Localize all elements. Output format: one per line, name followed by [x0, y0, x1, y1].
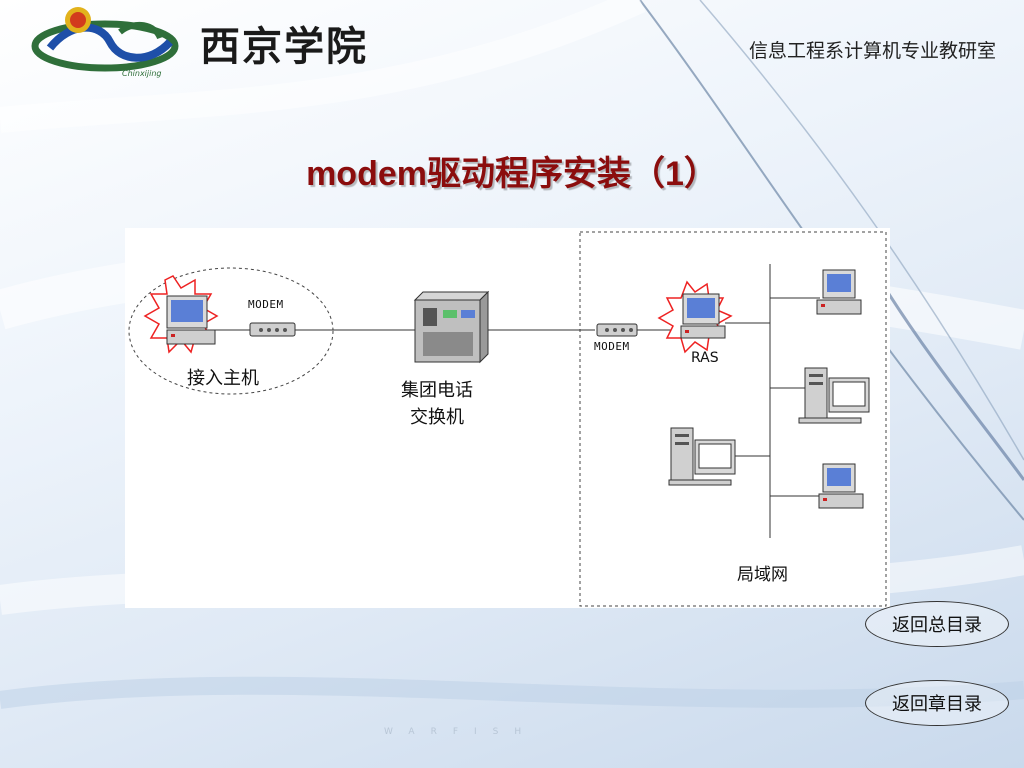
return-total-toc-button[interactable]: 返回总目录: [865, 601, 1009, 647]
access-host-pc-icon: [143, 275, 219, 354]
logo-text: Chinxijing: [122, 69, 162, 78]
lan-pc-bottom-icon: [818, 463, 864, 509]
footer-watermark: WARFISH: [384, 727, 538, 737]
lan-pc-top-icon: [816, 269, 862, 315]
left-modem-icon: [249, 322, 296, 337]
lan-label: 局域网: [737, 565, 788, 585]
pbx-label-line1: 集团电话: [401, 380, 473, 401]
lan-tower-pc-2-icon: [668, 427, 736, 486]
pbx-switch-icon: [413, 290, 490, 364]
right-modem-icon: [596, 323, 638, 337]
access-host-group: [128, 267, 334, 395]
school-logo: Chinxijing: [31, 7, 179, 78]
lan-boundary: [579, 231, 887, 607]
ras-label: RAS: [691, 350, 719, 366]
school-name: 西京学院: [200, 23, 368, 70]
diagram-canvas: [128, 231, 887, 607]
pbx-label-line2: 交换机: [410, 407, 464, 428]
right-modem-label: MODEM: [594, 340, 630, 353]
slide-title: modem驱动程序安装（1）: [306, 155, 718, 193]
access-host-label: 接入主机: [187, 368, 259, 389]
return-chapter-toc-button[interactable]: 返回章目录: [865, 680, 1009, 726]
network-diagram: MODEM 接入主机 集团电话 交换机 MODEM RAS 局域网: [125, 228, 890, 608]
lan-tower-pc-1-icon: [798, 367, 870, 424]
ras-server-icon: [657, 280, 733, 354]
department-name: 信息工程系计算机专业教研室: [748, 40, 996, 62]
left-modem-label: MODEM: [248, 298, 284, 311]
